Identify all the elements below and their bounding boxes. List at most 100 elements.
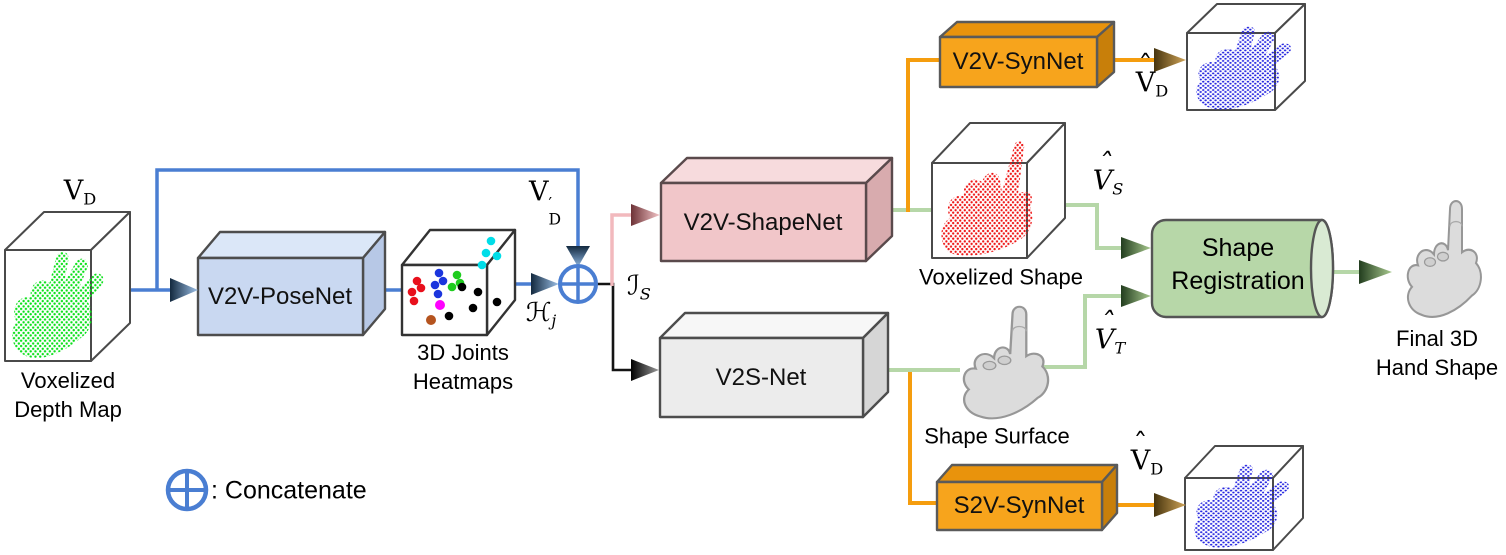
is-to-shapenet-line [610, 213, 631, 286]
label-skip-vd-prime: V′D [529, 176, 561, 227]
is-base: ℐ [627, 270, 640, 302]
voxshape-to-registration-line [1064, 203, 1121, 250]
caption-depth-line2: Depth Map [14, 397, 122, 422]
skip-connection-line [155, 168, 580, 290]
is-to-v2s-line [596, 282, 631, 372]
arrow-skip-into-concat [566, 246, 590, 267]
registration-line1: Shape [1201, 234, 1275, 262]
vhat-d-top-hat: ˆ [1138, 49, 1153, 83]
v2s-box-front [658, 336, 865, 419]
posenet-box [196, 230, 387, 337]
label-input-voxel-vd: VD [64, 176, 96, 209]
registration-cylinder [1150, 218, 1335, 319]
vhat-t-base: V [1094, 324, 1115, 356]
node-label-posenet: V2V-PoseNet [207, 283, 353, 310]
caption-voxelized-depth-map: Voxelized Depth Map [14, 366, 122, 424]
caption-voxelized-shape: Voxelized Shape [919, 264, 1083, 290]
orange-flow-lines [906, 58, 1154, 507]
vhat-t-sub: T [1114, 338, 1126, 358]
node-label-s2v-synnet: S2V-SynNet [953, 492, 1085, 519]
registration-cylinder-cap [1309, 218, 1335, 319]
caption-final-hand: Final 3D Hand Shape [1376, 324, 1498, 382]
green-flow-lines [888, 203, 1359, 372]
legend-oplus-icon [165, 468, 209, 512]
node-label-registration: Shape Registration [1171, 232, 1304, 298]
v2v-synnet-box-top [938, 20, 1116, 39]
caption-final-line2: Hand Shape [1375, 355, 1499, 380]
registration-line2: Registration [1171, 267, 1305, 295]
v2s-box [658, 311, 890, 419]
s2v-synnet-box-front [935, 480, 1104, 532]
caption-3d-joints-heatmaps: 3D Joints Heatmaps [413, 338, 513, 396]
vd-sub: D [83, 189, 97, 209]
caption-joints-line1: 3D Joints [417, 340, 509, 365]
black-branch-line [596, 282, 631, 372]
vhat-d-top-sub: D [1155, 81, 1169, 101]
arrow-vs-into-registration [1121, 237, 1151, 259]
v2v-synnet-box-front [938, 35, 1099, 89]
vdp-sub: D [548, 209, 562, 229]
node-label-v2v-synnet: V2V-SynNet [952, 48, 1084, 75]
s2v-synnet-box [935, 463, 1119, 532]
hj-sub: j [551, 311, 557, 330]
vhat-t-hat: ˆ [1099, 306, 1115, 340]
node-label-shapenet: V2V-ShapeNet [683, 209, 843, 236]
concatenate-node [558, 264, 598, 304]
node-label-v2s: V2S-Net [715, 364, 807, 391]
to-v2v-synnet-line [906, 58, 939, 212]
caption-shape-surface: Shape Surface [924, 423, 1070, 449]
arrow-into-v2s [631, 359, 659, 381]
final-hand-shape [1406, 199, 1483, 318]
vd-base: V [63, 175, 84, 207]
s2v-synnet-box-top [935, 463, 1119, 484]
arrow-heatmap-into-concat [531, 273, 559, 295]
legend-text: : Concatenate [211, 476, 367, 505]
hj-base: ℋ [525, 298, 552, 329]
is-sub: S [639, 284, 651, 304]
v2v-synnet-box [938, 20, 1116, 89]
shape-surface-hand [962, 305, 1050, 420]
arrow-into-final-hand [1359, 260, 1392, 284]
shapenet-box-front [659, 181, 868, 263]
vdp-stack: ′D [548, 195, 562, 229]
vhat-d-top-base: V [1135, 67, 1156, 99]
vdp-base: V [528, 176, 549, 208]
joint-heatmap-dots [407, 236, 502, 325]
blue-flow-lines [128, 168, 580, 292]
to-s2v-synnet-line [908, 372, 936, 505]
label-concat-output-is: ℐS [627, 271, 651, 304]
vhat-s-base: V [1092, 165, 1113, 197]
caption-final-line1: Final 3D [1396, 326, 1478, 351]
arrowheads [170, 48, 1392, 517]
arrow-vt-into-registration [1121, 285, 1151, 307]
pink-branch-line [610, 213, 631, 286]
posenet-box-front [196, 256, 365, 337]
vhat-d-bottom-hat: ˆ [1133, 427, 1148, 461]
surface-to-registration-line [1042, 294, 1121, 369]
caption-depth-line1: Voxelized [20, 368, 116, 393]
vhat-d-bottom-base: V [1130, 445, 1151, 477]
caption-joints-line2: Heatmaps [412, 369, 514, 394]
posenet-box-top [196, 230, 387, 260]
arrow-into-posenet [170, 278, 198, 302]
label-heatmaps-hj: ℋj [526, 298, 557, 330]
arrow-into-shapenet [631, 204, 660, 226]
vhat-s-sub: S [1112, 179, 1124, 199]
vhat-s-hat: ˆ [1097, 147, 1112, 181]
v2s-box-top [658, 311, 890, 340]
arrow-s2vsyn-into-cube [1154, 493, 1186, 517]
shapenet-box [659, 156, 894, 263]
arrow-v2vsyn-into-cube [1154, 48, 1186, 72]
vhat-d-bottom-sub: D [1150, 459, 1164, 479]
shapenet-box-top [659, 156, 894, 185]
